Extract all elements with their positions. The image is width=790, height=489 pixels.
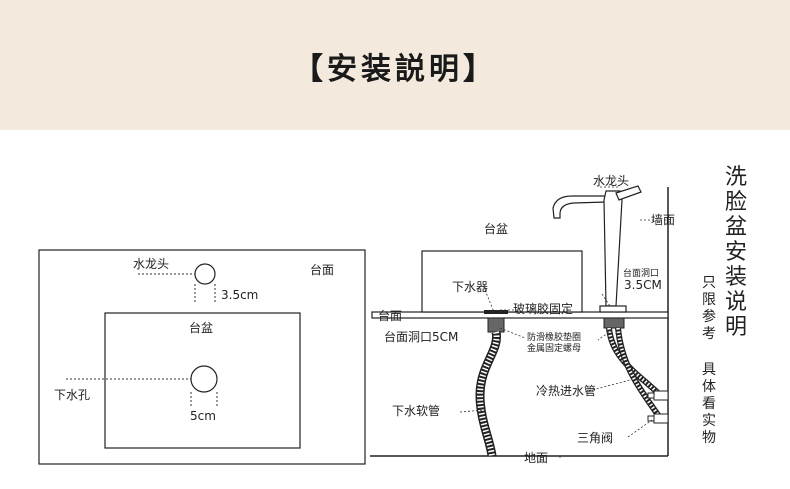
faucet-hole-size: 3.5CM: [624, 278, 662, 292]
side-basin-label: 台盆: [484, 221, 508, 236]
top-basin-label: 台盆: [189, 320, 213, 335]
side-faucet-label: 水龙头: [593, 174, 629, 188]
gasket-label-1: 防滑橡胶垫圈: [527, 331, 581, 343]
page-title: 【安装説明】: [293, 52, 497, 87]
wall-label: 墙面: [651, 213, 675, 227]
vertical-notes: 洗脸盆安装说明 只限参考 具体看实物: [702, 165, 747, 446]
glue-label: 玻璃胶固定: [513, 301, 573, 316]
drain-hole-label: 台面洞口5CM: [384, 329, 458, 344]
faucet-hole-label: 台面洞口: [623, 267, 659, 279]
top-faucet-label: 水龙头: [133, 257, 169, 271]
drain-hose-ribs: [476, 331, 500, 457]
drain-hose-label: 下水软管: [392, 403, 440, 418]
header-banner: 【安装説明】: [0, 0, 790, 130]
vertical-note-reference: 只限参考: [702, 275, 716, 342]
drain-hole: [190, 365, 218, 393]
gasket-label-2: 金属固定螺母: [527, 342, 581, 354]
drain-fitting-drawing: [484, 310, 508, 333]
faucet-drawing: [552, 185, 642, 313]
water-inlet-label: 冷热进水管: [536, 383, 596, 398]
side-view: 水龙头 墙面 台盆 台面洞口 3.5CM 下水器 玻璃胶固定 台面 台面洞口5C…: [370, 174, 675, 465]
vertical-title: 洗脸盆安装说明: [725, 165, 747, 340]
top-faucet-size: 3.5cm: [221, 288, 258, 302]
angle-valve-label: 三角阀: [577, 431, 613, 445]
faucet-nut: [603, 317, 625, 329]
inlet-hose-2-ribs: [616, 327, 662, 419]
top-countertop-label: 台面: [310, 262, 334, 277]
side-leader-lines: [459, 186, 668, 459]
side-countertop-label: 台面: [378, 308, 402, 323]
top-view: 水龙头 3.5cm 台面 台盆 下水孔 5cm: [38, 249, 366, 465]
vertical-note-actual: 具体看实物: [702, 362, 716, 446]
basin-body: [421, 250, 583, 313]
top-drain-label: 下水孔: [54, 388, 90, 402]
drain-fitting-label: 下水器: [452, 280, 488, 294]
angle-valves: [647, 390, 669, 424]
countertop-outline: [38, 249, 366, 465]
top-drain-size: 5cm: [190, 409, 216, 423]
basin-outline: [104, 312, 301, 449]
floor-label: 地面: [524, 451, 548, 465]
faucet-hole: [194, 263, 216, 285]
